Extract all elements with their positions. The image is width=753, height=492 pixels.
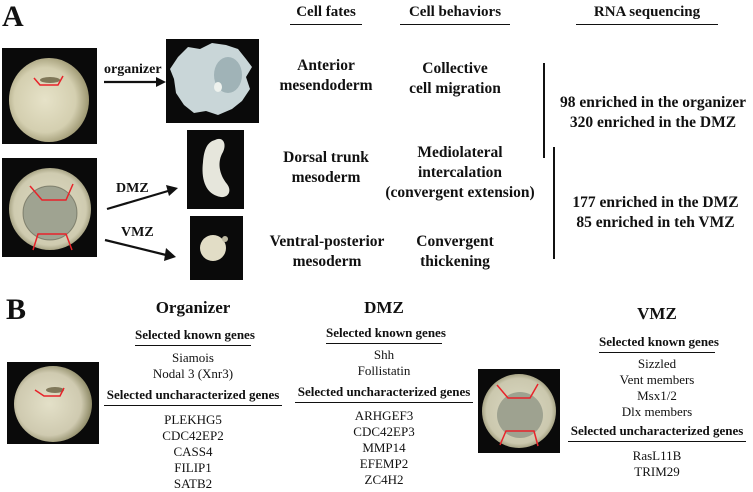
b-organizer-outline-mark xyxy=(34,387,65,397)
behavior-convergent-thickening: Convergent thickening xyxy=(395,232,515,272)
header-cell-fates-label: Cell fates xyxy=(290,4,362,25)
panel-a-letter: A xyxy=(2,0,24,33)
behavior-collective-migration: Collective cell migration xyxy=(395,59,515,99)
b-organizer-embryo-drawing xyxy=(14,366,92,442)
gene-item: Msx1/2 xyxy=(637,388,677,403)
b-uncharacterized-genes-label: Selected uncharacterized genes xyxy=(295,384,473,403)
arrow-label-organizer: organizer xyxy=(104,62,162,77)
b-column-vmz: VMZ Selected known genes Sizzled Vent me… xyxy=(568,298,746,480)
b-uncharacterized-genes-label: Selected uncharacterized genes xyxy=(568,423,746,442)
fate-line: mesendoderm xyxy=(279,77,373,94)
gene-item: Vent members xyxy=(619,372,695,387)
b-uncharacterized-genes-list: PLEKHG5 CDC42EP2 CASS4 FILIP1 SATB2 xyxy=(104,412,282,492)
fate-line: mesoderm xyxy=(291,169,361,186)
bracket-line-organizer-dmz xyxy=(543,63,545,158)
gene-item: Nodal 3 (Xnr3) xyxy=(152,366,234,381)
rna-organizer-vs-dmz: 98 enriched in the organizer 320 enriche… xyxy=(553,93,753,133)
gene-item: TRIM29 xyxy=(634,464,680,479)
header-rna-sequencing: RNA sequencing xyxy=(576,4,718,25)
fate-dorsal-trunk-mesoderm: Dorsal trunk mesoderm xyxy=(262,148,390,188)
arrow-dmz-icon xyxy=(106,185,178,211)
b-uncharacterized-genes-list: RasL11B TRIM29 xyxy=(568,448,746,480)
panel-b-letter: B xyxy=(6,293,27,326)
b-column-title: Organizer xyxy=(155,298,231,317)
fate-line: mesoderm xyxy=(292,253,362,270)
behavior-line: (convergent extension) xyxy=(385,184,535,201)
gene-item: CASS4 xyxy=(173,444,213,459)
gene-item: Shh xyxy=(373,347,395,362)
arrow-organizer-icon xyxy=(104,77,166,87)
gene-item: MMP14 xyxy=(362,440,406,455)
b-column-organizer: Organizer Selected known genes Siamois N… xyxy=(104,298,282,492)
b-marginal-zone-embryo-image xyxy=(478,369,560,453)
organizer-embryo-image xyxy=(2,48,97,144)
fate-ventral-posterior-mesoderm: Ventral-posterior mesoderm xyxy=(256,232,398,272)
gene-item: SATB2 xyxy=(173,476,213,491)
rna-dmz-vs-vmz: 177 enriched in the DMZ 85 enriched in t… xyxy=(558,193,753,233)
b-uncharacterized-genes-label: Selected uncharacterized genes xyxy=(104,387,282,406)
gene-item: Follistatin xyxy=(357,363,411,378)
vmz-explant-image xyxy=(190,216,243,280)
b-known-genes-list: Sizzled Vent members Msx1/2 Dlx members xyxy=(568,356,746,420)
gene-item: CDC42EP2 xyxy=(162,428,224,443)
fate-line: Dorsal trunk xyxy=(283,149,369,166)
fate-line: Anterior xyxy=(297,57,355,74)
gene-item: Siamois xyxy=(172,350,214,365)
header-cell-fates: Cell fates xyxy=(290,4,362,25)
gene-item: FILIP1 xyxy=(174,460,212,475)
gene-item: EFEMP2 xyxy=(359,456,409,471)
rna-line: 320 enriched in the DMZ xyxy=(569,114,737,131)
marginal-zone-embryo-image xyxy=(2,158,97,257)
bracket-line-dmz-vmz xyxy=(553,147,555,259)
rna-line: 98 enriched in the organizer xyxy=(560,94,746,111)
behavior-line: Collective xyxy=(422,60,488,77)
b-known-genes-list: Shh Follistatin xyxy=(295,347,473,379)
rna-line: 85 enriched in teh VMZ xyxy=(576,214,735,231)
b-column-title: DMZ xyxy=(364,298,404,317)
b-organizer-embryo-image xyxy=(7,362,99,444)
gene-item: ARHGEF3 xyxy=(354,408,414,423)
b-column-title: VMZ xyxy=(637,304,677,323)
b-uncharacterized-genes-list: ARHGEF3 CDC42EP3 MMP14 EFEMP2 ZC4H2 xyxy=(295,408,473,488)
b-dmz-outline-mark xyxy=(496,383,539,399)
b-known-genes-label: Selected known genes xyxy=(135,327,255,346)
fate-line: Ventral-posterior xyxy=(269,233,385,250)
dmz-explant-drawing xyxy=(202,138,230,198)
b-column-dmz: DMZ Selected known genes Shh Follistatin… xyxy=(295,298,473,488)
vmz-explant-drawing xyxy=(200,235,228,261)
organizer-explant-image xyxy=(166,39,259,123)
organizer-embryo-drawing xyxy=(9,58,89,142)
behavior-line: Convergent xyxy=(416,233,494,250)
behavior-line: Mediolateral xyxy=(417,144,503,161)
arrow-vmz-icon xyxy=(104,238,176,261)
gene-item: Dlx members xyxy=(621,404,693,419)
behavior-mediolateral-intercalation: Mediolateral intercalation (convergent e… xyxy=(380,143,540,203)
arrow-label-vmz: VMZ xyxy=(121,225,154,240)
header-cell-behaviors-label: Cell behaviors xyxy=(400,4,510,25)
dmz-outline-mark xyxy=(29,183,74,201)
rna-line: 177 enriched in the DMZ xyxy=(572,194,739,211)
b-known-genes-label: Selected known genes xyxy=(599,334,719,353)
organizer-explant-drawing xyxy=(170,43,252,115)
gene-item: CDC42EP3 xyxy=(353,424,415,439)
dmz-explant-image xyxy=(187,130,244,209)
vmz-outline-mark xyxy=(32,233,73,251)
behavior-line: thickening xyxy=(420,253,490,270)
gene-item: RasL11B xyxy=(632,448,682,463)
marginal-zone-embryo-drawing xyxy=(9,168,91,251)
gene-item: PLEKHG5 xyxy=(164,412,222,427)
header-rna-sequencing-label: RNA sequencing xyxy=(576,4,718,25)
fate-anterior-mesendoderm: Anterior mesendoderm xyxy=(262,56,390,96)
arrow-label-dmz: DMZ xyxy=(116,181,149,196)
header-cell-behaviors: Cell behaviors xyxy=(400,4,510,25)
b-marginal-zone-embryo-drawing xyxy=(482,374,556,448)
gene-item: ZC4H2 xyxy=(364,472,404,487)
organizer-outline-mark xyxy=(33,75,64,86)
b-vmz-outline-mark xyxy=(499,430,539,447)
behavior-line: intercalation xyxy=(417,164,503,181)
behavior-line: cell migration xyxy=(409,80,501,97)
b-known-genes-label: Selected known genes xyxy=(326,325,446,344)
gene-item: Sizzled xyxy=(637,356,677,371)
b-known-genes-list: Siamois Nodal 3 (Xnr3) xyxy=(104,350,282,382)
